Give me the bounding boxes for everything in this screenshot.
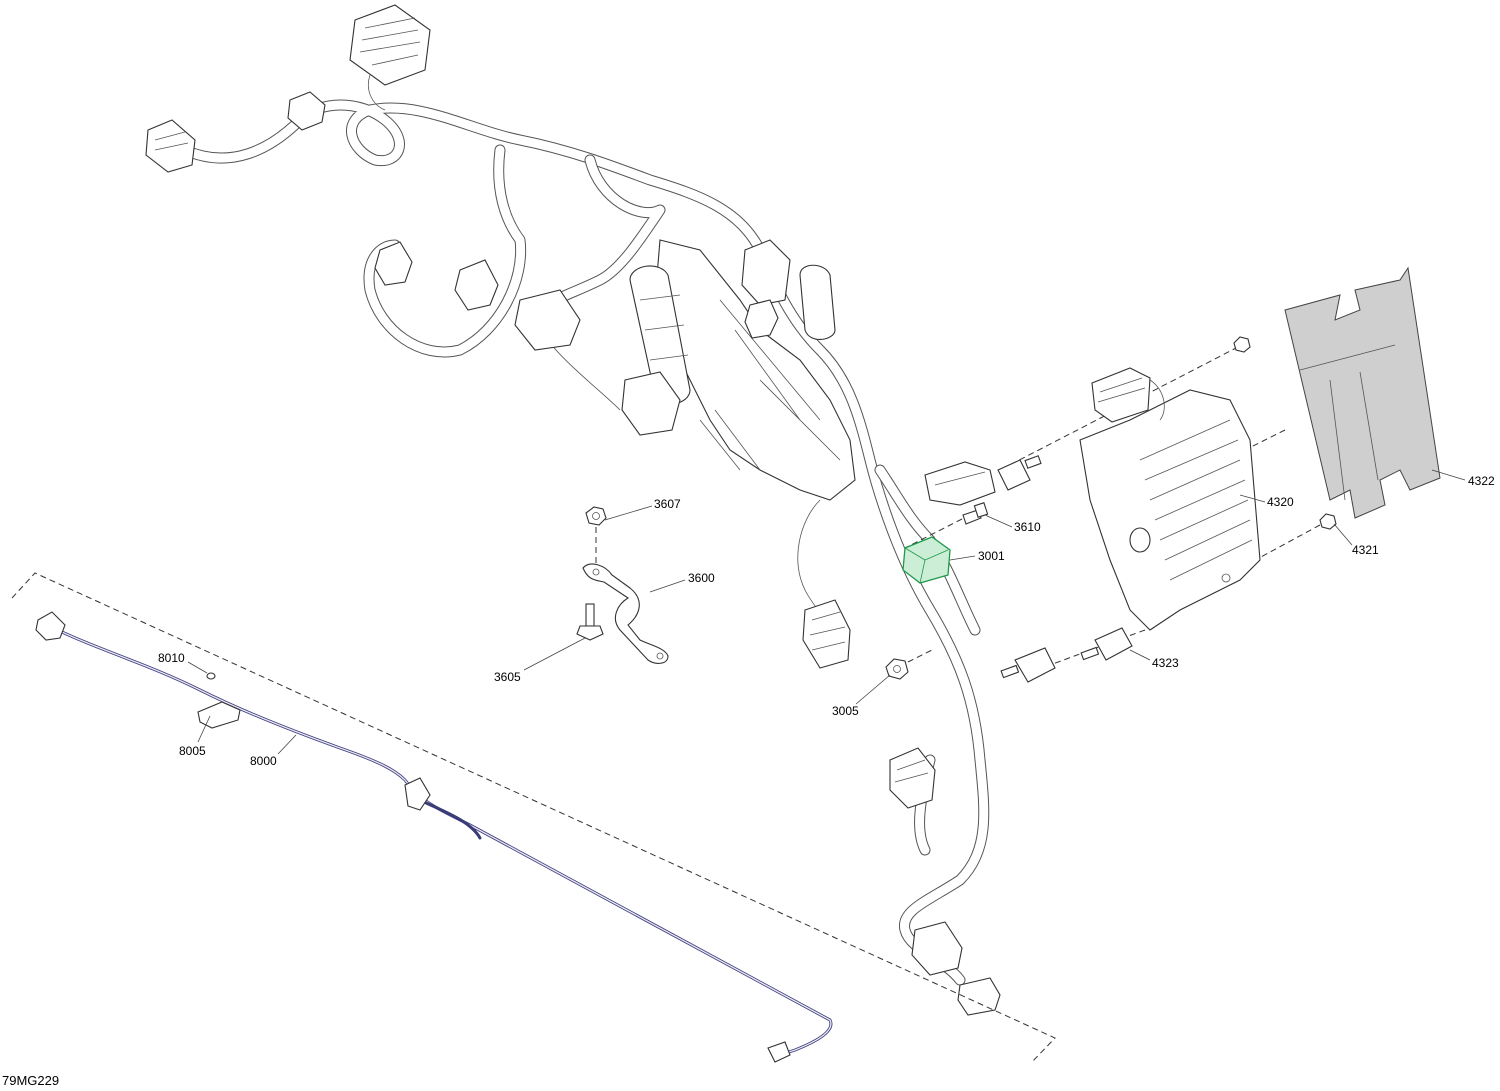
clip-8005 xyxy=(197,701,241,729)
connector-left-mid xyxy=(374,241,581,351)
connector-bottom xyxy=(911,921,1001,1016)
callout-3605: 3605 xyxy=(494,670,521,684)
main-wiring-harness xyxy=(179,99,990,986)
relay-3001 xyxy=(902,536,951,584)
screw-3610 xyxy=(962,502,989,525)
connector-mid-lower xyxy=(802,599,851,669)
nut-4321 xyxy=(1319,513,1337,530)
leader-lines xyxy=(187,469,1466,755)
heat-shield-4322 xyxy=(1284,266,1441,519)
callout-3600: 3600 xyxy=(688,571,715,585)
rivet-8010 xyxy=(206,672,216,680)
assembly-line-3005 xyxy=(907,649,933,663)
spacer-4323-a xyxy=(1000,647,1056,683)
assembly-line-3610 xyxy=(904,518,963,549)
sensor-wire-8000 xyxy=(35,611,833,1063)
central-bracket-assembly xyxy=(621,239,856,501)
nut-3607 xyxy=(585,506,607,526)
voltage-regulator-4320 xyxy=(1079,367,1261,631)
callout-3610: 3610 xyxy=(1014,520,1041,534)
connector-top-mid xyxy=(287,91,326,131)
connector-lower-right xyxy=(889,747,936,809)
ground-cable-3600 xyxy=(582,563,669,664)
callout-4323: 4323 xyxy=(1152,656,1179,670)
connector-top-large xyxy=(349,4,431,111)
assembly-box-8000 xyxy=(11,572,1056,1063)
callout-4322: 4322 xyxy=(1468,474,1495,488)
assembly-line-spacers xyxy=(1049,629,1146,666)
callout-3001: 3001 xyxy=(978,549,1005,563)
spacer-4323-b xyxy=(1080,627,1133,661)
callout-4320: 4320 xyxy=(1267,495,1294,509)
callout-8005: 8005 xyxy=(179,744,206,758)
connector-top-left xyxy=(145,119,196,173)
callout-8000: 8000 xyxy=(250,754,277,768)
spacer-stud-upper xyxy=(997,455,1042,491)
callout-3005: 3005 xyxy=(832,704,859,718)
nut-upper xyxy=(1233,336,1251,353)
figure-id: 79MG229 xyxy=(2,1073,59,1088)
connector-voltage-regulator xyxy=(924,461,996,506)
callout-4321: 4321 xyxy=(1352,543,1379,557)
bolt-3605 xyxy=(576,603,604,641)
callout-8010: 8010 xyxy=(158,651,185,665)
callout-3607: 3607 xyxy=(654,497,681,511)
